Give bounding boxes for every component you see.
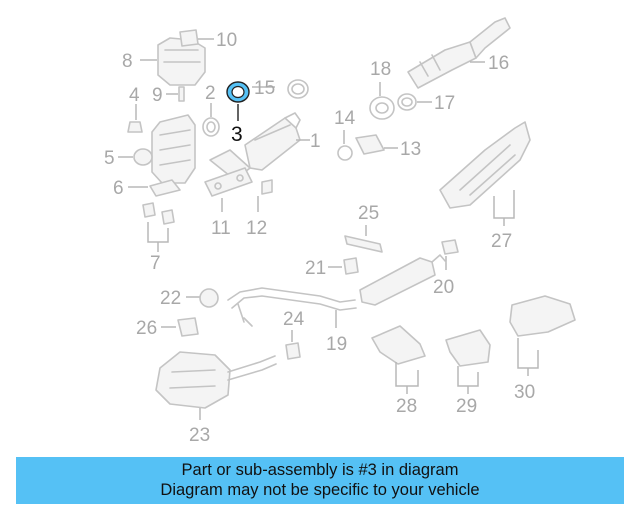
label-28: 28	[396, 396, 417, 417]
part-12-bolt	[261, 179, 273, 195]
label-8: 8	[122, 51, 133, 72]
label-2: 2	[205, 83, 216, 104]
part-21-hanger	[343, 257, 359, 275]
part-18-flange	[369, 96, 395, 120]
part-14-gasket	[337, 145, 353, 161]
label-13: 13	[400, 139, 421, 160]
label-22: 22	[160, 288, 181, 309]
label-29: 29	[456, 396, 477, 417]
label-4: 4	[129, 85, 140, 106]
label-14: 14	[334, 108, 356, 129]
label-20: 20	[433, 277, 454, 298]
part-4-nut	[127, 121, 143, 133]
label-17: 17	[434, 93, 455, 114]
exhaust-parts-diagram: 10 8 4 9 2 3 15 1 5 6 11	[104, 17, 576, 446]
label-18: 18	[370, 59, 391, 80]
part-26-bracket	[177, 317, 199, 337]
label-10: 10	[216, 30, 237, 51]
banner-line-2: Diagram may not be specific to your vehi…	[160, 481, 480, 499]
part-24-hanger	[285, 342, 301, 360]
label-30: 30	[514, 382, 535, 403]
label-26: 26	[136, 318, 157, 339]
part-7-mount-a	[142, 202, 156, 218]
part-6-bracket	[149, 179, 181, 197]
part-27-heat-shield	[439, 121, 531, 209]
part-17-gasket	[397, 93, 417, 111]
label-27: 27	[491, 231, 512, 252]
part-10-cap	[179, 29, 199, 47]
label-23: 23	[189, 425, 210, 446]
label-5: 5	[104, 148, 115, 169]
part-8-heat-shield	[157, 37, 206, 86]
label-11: 11	[211, 218, 231, 239]
part-1-front-pipe	[209, 112, 301, 181]
info-banner: Part or sub-assembly is #3 in diagram Di…	[16, 457, 624, 504]
part-19-intermediate-pipe	[227, 254, 447, 327]
part-29-shield	[445, 329, 491, 367]
label-21: 21	[305, 258, 326, 279]
label-9: 9	[152, 85, 163, 106]
label-25: 25	[358, 203, 379, 224]
banner-line-1: Part or sub-assembly is #3 in diagram	[181, 461, 459, 479]
label-19: 19	[326, 334, 347, 355]
label-1: 1	[310, 131, 321, 152]
label-24: 24	[283, 309, 305, 330]
part-28-shield	[371, 325, 426, 365]
part-23-rear-muffler	[155, 351, 277, 409]
label-7: 7	[150, 253, 161, 274]
label-16: 16	[488, 53, 509, 74]
part-25-bracket	[344, 235, 383, 253]
label-15: 15	[254, 78, 275, 99]
part-20-hanger	[441, 239, 459, 255]
part-30-shield	[509, 295, 576, 337]
part-16-pipe	[407, 17, 511, 89]
part-7-mount-b	[161, 209, 175, 225]
label-3: 3	[231, 123, 243, 146]
label-12: 12	[246, 218, 267, 239]
part-manifold	[151, 114, 196, 184]
part-13-clamp	[355, 134, 385, 155]
part-22-grommet	[199, 288, 219, 308]
part-3-gasket-highlighted	[226, 81, 250, 103]
part-2-gasket	[202, 117, 220, 137]
part-15-gasket	[287, 79, 309, 99]
part-9-stud	[178, 86, 185, 102]
label-6: 6	[113, 178, 124, 199]
part-5-clamp	[133, 148, 153, 166]
